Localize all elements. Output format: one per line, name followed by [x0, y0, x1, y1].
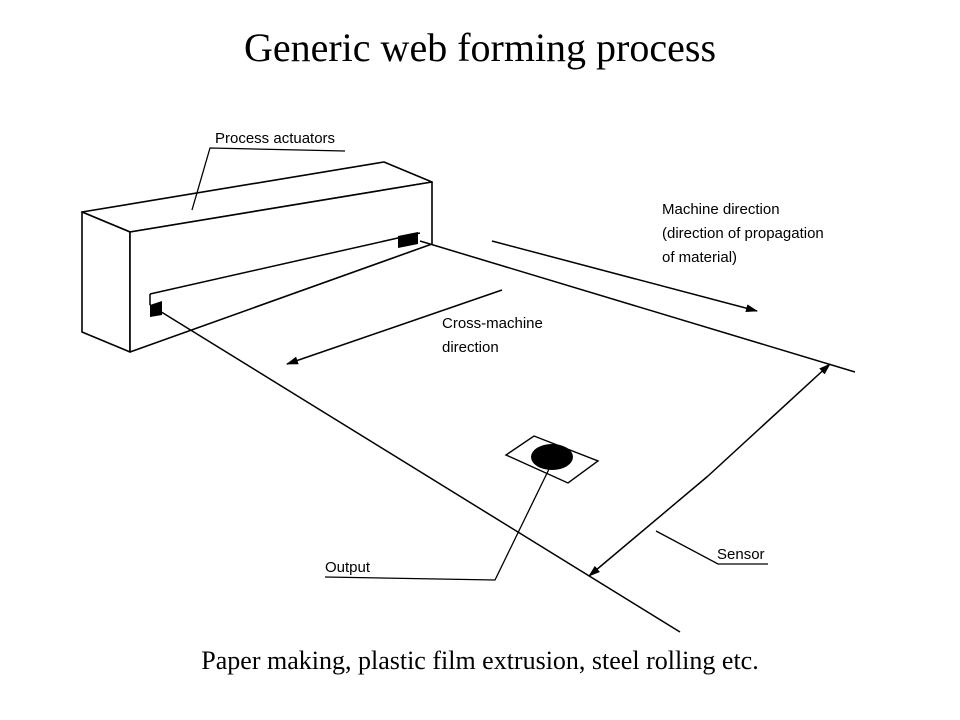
output-label: Output	[325, 559, 371, 576]
sensor-span-arrow-b	[588, 475, 709, 577]
machine-direction-label-line3: of material)	[662, 249, 737, 266]
sensor-label: Sensor	[717, 546, 765, 563]
cross-machine-label-line1: Cross-machine	[442, 315, 543, 332]
diagram-title: Generic web forming process	[243, 25, 717, 70]
cross-machine-label-line2: direction	[442, 339, 499, 356]
diagram-caption: Paper making, plastic film extrusion, st…	[201, 646, 759, 675]
leader-lines	[191, 147, 768, 581]
sensor-spot	[531, 444, 573, 470]
machine-direction-arrow	[491, 240, 758, 313]
process-actuators-label: Process actuators	[215, 130, 335, 147]
cross-machine-arrow	[286, 289, 503, 365]
slot-right	[398, 232, 418, 248]
actuator-box	[81, 161, 433, 353]
machine-direction-label-line2: (direction of propagation	[662, 225, 824, 242]
machine-direction-label-line1: Machine direction	[662, 201, 780, 218]
web-sheet	[149, 232, 856, 633]
sensor-span-arrow-a	[707, 363, 831, 477]
